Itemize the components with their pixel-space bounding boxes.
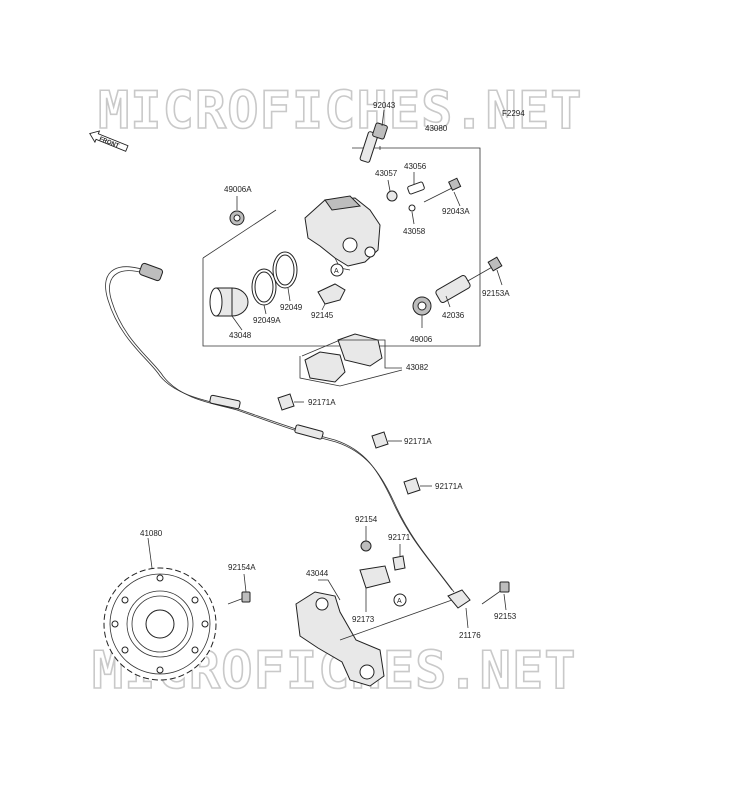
- label-49006: 49006: [410, 335, 433, 344]
- seal-92049A: [251, 268, 277, 315]
- label-92153A: 92153A: [482, 289, 510, 298]
- clamp-92171A-3: [403, 477, 432, 495]
- label-92145: 92145: [311, 311, 334, 320]
- label-43048: 43048: [229, 331, 252, 340]
- seal-92049: [272, 251, 298, 302]
- bolt-92153: [481, 581, 510, 611]
- label-43080: 43080: [425, 124, 448, 133]
- label-92043: 92043: [373, 101, 396, 110]
- bolt-92043: [359, 109, 388, 163]
- label-49006A: 49006A: [224, 185, 252, 194]
- label-92154A: 92154A: [228, 563, 256, 572]
- label-92171A-1: 92171A: [308, 398, 336, 407]
- ref-marker-a-top-label: A: [334, 268, 339, 275]
- label-92049: 92049: [280, 303, 303, 312]
- label-43044: 43044: [306, 569, 329, 578]
- label-92049A: 92049A: [253, 316, 281, 325]
- ring-43058: [408, 204, 416, 225]
- label-92043A: 92043A: [442, 207, 470, 216]
- label-43056: 43056: [404, 162, 427, 171]
- brake-hose: [105, 262, 455, 593]
- clamp-92171A-2: [371, 431, 402, 449]
- label-43082: 43082: [406, 363, 429, 372]
- ref-marker-a-bottom-label: A: [397, 598, 402, 605]
- label-43058: 43058: [403, 227, 426, 236]
- caliper-assembly-bracket: [202, 146, 481, 347]
- brake-pads-43082: [299, 333, 403, 387]
- piston-43048: [209, 287, 249, 331]
- hose-bracket-21176: [447, 589, 471, 629]
- boot-49006: [412, 296, 432, 328]
- figure-code: F2294: [502, 109, 525, 118]
- label-21176: 21176: [459, 631, 481, 640]
- ref-marker-a-bottom: A: [393, 593, 407, 607]
- clamp-92171: [392, 544, 406, 571]
- label-92173: 92173: [352, 615, 375, 624]
- clamp-92171A-1: [277, 393, 304, 411]
- label-92171A-2: 92171A: [404, 437, 432, 446]
- watermark-top: MICROFICHES.NET: [98, 81, 583, 141]
- label-42036: 42036: [442, 311, 465, 320]
- bracket-92173: [359, 565, 391, 612]
- bolt-92154: [360, 526, 372, 552]
- pin-92043A: [423, 177, 462, 207]
- label-92153: 92153: [494, 612, 517, 621]
- label-92171A-3: 92171A: [435, 482, 463, 491]
- sleeve-42036: [435, 275, 471, 308]
- caliper-body: [304, 195, 381, 271]
- caliper-bracket-43044: [295, 579, 453, 687]
- label-41080: 41080: [140, 529, 163, 538]
- label-43057: 43057: [375, 169, 398, 178]
- boot-49006A: [229, 196, 245, 226]
- bleeder-valve-43057: [386, 179, 398, 202]
- bolt-92153A: [465, 256, 503, 286]
- bolt-92154A: [227, 573, 251, 605]
- spring-92145: [317, 283, 346, 311]
- brake-disc-41080: [103, 537, 217, 681]
- label-92154: 92154: [355, 515, 378, 524]
- bleeder-cap-43056: [407, 172, 425, 195]
- ref-marker-a-top: A: [330, 263, 344, 277]
- label-92171: 92171: [388, 533, 411, 542]
